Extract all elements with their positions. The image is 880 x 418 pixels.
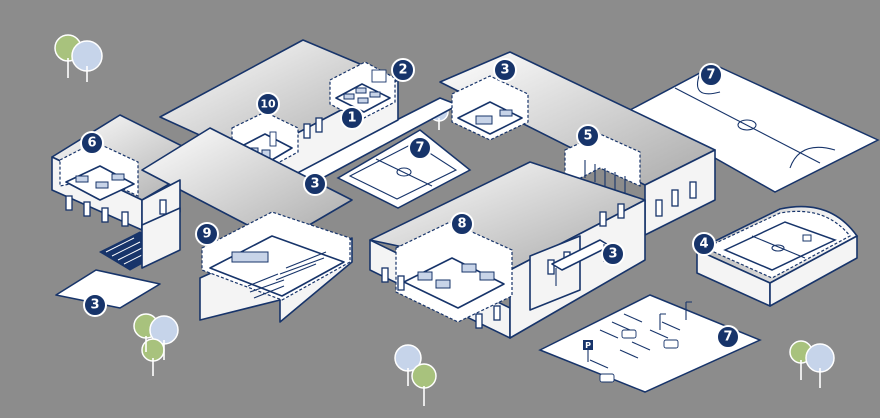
badge-7-courtyard[interactable]: 7 [408, 136, 432, 160]
parking-sign-icon: P [583, 340, 593, 362]
lamp-post-icon [659, 301, 692, 330]
svg-text:P: P [585, 341, 591, 350]
badge-7-parking[interactable]: 7 [716, 325, 740, 349]
tree-group-bottom-center [394, 344, 437, 406]
svg-text:1: 1 [347, 111, 356, 126]
locker-row [584, 160, 626, 194]
courtyard-court [336, 129, 472, 209]
badge-8[interactable]: 8 [450, 212, 474, 236]
badge-2[interactable]: 2 [391, 58, 415, 82]
svg-text:2: 2 [398, 63, 407, 78]
svg-text:3: 3 [608, 247, 617, 262]
badge-6[interactable]: 6 [80, 131, 104, 155]
building-left [51, 114, 353, 323]
badge-3-entrance[interactable]: 3 [601, 242, 625, 266]
badge-3-stairs[interactable]: 3 [83, 293, 107, 317]
badge-3-courtyard[interactable]: 3 [303, 172, 327, 196]
entrance-stairs [98, 207, 181, 271]
svg-text:7: 7 [415, 141, 424, 156]
badge-10[interactable]: 10 [256, 92, 280, 116]
badge-3-top[interactable]: 3 [493, 58, 517, 82]
badge-7-court[interactable]: 7 [699, 63, 723, 87]
gymnasium-dome [695, 205, 859, 307]
svg-text:3: 3 [310, 177, 319, 192]
badge-1[interactable]: 1 [340, 106, 364, 130]
svg-text:4: 4 [699, 237, 708, 252]
auditorium-seats [247, 251, 327, 299]
svg-text:3: 3 [500, 63, 509, 78]
svg-text:7: 7 [723, 330, 732, 345]
svg-text:3: 3 [90, 298, 99, 313]
badge-9[interactable]: 9 [195, 222, 219, 246]
basketball-hoop-icon [802, 234, 812, 242]
tree-group-bottom-right [789, 340, 835, 388]
svg-text:5: 5 [583, 129, 592, 144]
building-lower-center [369, 161, 646, 339]
svg-text:7: 7 [706, 68, 715, 83]
tree-group-top-left [54, 34, 103, 82]
tree-group-left [133, 313, 179, 376]
badge-4[interactable]: 4 [692, 232, 716, 256]
svg-text:6: 6 [87, 136, 96, 151]
car-icon [599, 329, 679, 383]
outdoor-court-large [628, 64, 880, 193]
parking-lot: P [538, 294, 762, 393]
badge-5[interactable]: 5 [576, 124, 600, 148]
svg-text:8: 8 [457, 217, 466, 232]
svg-text:10: 10 [260, 98, 276, 111]
building-center [439, 51, 716, 236]
svg-text:9: 9 [202, 227, 211, 242]
